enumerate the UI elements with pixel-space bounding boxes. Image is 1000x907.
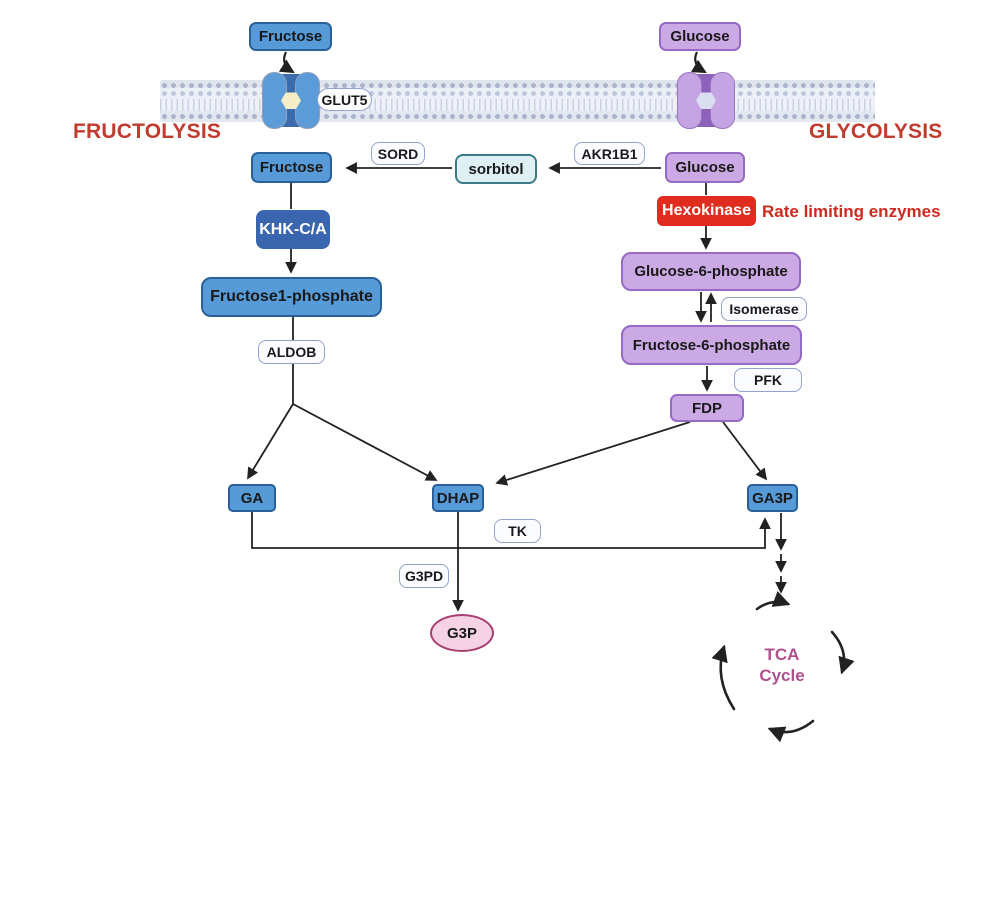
arrow-fdp-to-dhap xyxy=(495,421,691,486)
arrow-branch-to-dhap xyxy=(292,403,438,481)
node-ga: GA xyxy=(228,484,276,512)
node-sorbitol: sorbitol xyxy=(455,154,537,184)
tca-arc-top xyxy=(755,591,791,611)
node-fructose-extracellular: Fructose xyxy=(249,22,332,51)
node-fructose6-phosphate: Fructose-6-phosphate xyxy=(621,325,802,365)
tca-arc-bottom xyxy=(767,719,815,743)
node-khk: KHK-C/A xyxy=(256,210,330,249)
node-dhap: DHAP xyxy=(432,484,484,512)
enzyme-label-sord: SORD xyxy=(371,142,425,165)
glycolysis-title: GLYCOLYSIS xyxy=(809,120,943,143)
enzyme-label-glut5: GLUT5 xyxy=(317,88,372,111)
node-hexokinase: Hexokinase xyxy=(657,196,756,226)
enzyme-label-aldob: ALDOB xyxy=(258,340,325,364)
arrow-glucose-into-transporter xyxy=(690,51,707,74)
node-ga3p: GA3P xyxy=(747,484,798,512)
enzyme-label-akr1b1: AKR1B1 xyxy=(574,142,645,165)
tca-cycle-label-line2: Cycle xyxy=(759,666,805,685)
membrane-lipid-heads-back-row xyxy=(160,80,875,91)
fructose-molecule-icon xyxy=(281,92,301,109)
fructolysis-title: FRUCTOLYSIS xyxy=(73,120,222,143)
node-fdp: FDP xyxy=(670,394,744,422)
enzyme-label-g3pd: G3PD xyxy=(399,564,449,588)
glut5-transporter-icon xyxy=(262,72,320,129)
membrane-lipid-heads-top-row xyxy=(160,88,875,99)
arrow-branch-to-ga xyxy=(247,403,294,480)
tca-arc-right xyxy=(830,630,855,675)
node-glucose: Glucose xyxy=(665,152,745,183)
enzyme-label-isomerase: Isomerase xyxy=(721,297,807,321)
node-fructose1-phosphate: Fructose1-phosphate xyxy=(201,277,382,317)
enzyme-label-tk: TK xyxy=(494,519,541,543)
arrow-fdp-to-ga3p xyxy=(722,421,768,481)
tca-cycle-label-line1: TCA xyxy=(764,645,800,664)
node-g3p: G3P xyxy=(430,614,494,652)
node-glucose-extracellular: Glucose xyxy=(659,22,741,51)
node-glucose6-phosphate: Glucose-6-phosphate xyxy=(621,252,801,291)
tca-arc-left xyxy=(711,644,736,711)
tca-cycle-label: TCA Cycle xyxy=(745,644,819,686)
glut5-lobe-left xyxy=(262,72,287,129)
arrow-fructose-into-glut5 xyxy=(278,51,295,74)
glucose-transporter-icon xyxy=(677,72,735,129)
membrane-lipid-heads-bottom-row xyxy=(160,111,875,122)
enzyme-label-pfk: PFK xyxy=(734,368,802,392)
rate-limiting-enzymes-note: Rate limiting enzymes xyxy=(762,202,941,221)
node-fructose: Fructose xyxy=(251,152,332,183)
connector-ga-to-ga3p xyxy=(251,512,771,549)
glucose-molecule-icon xyxy=(696,92,716,109)
